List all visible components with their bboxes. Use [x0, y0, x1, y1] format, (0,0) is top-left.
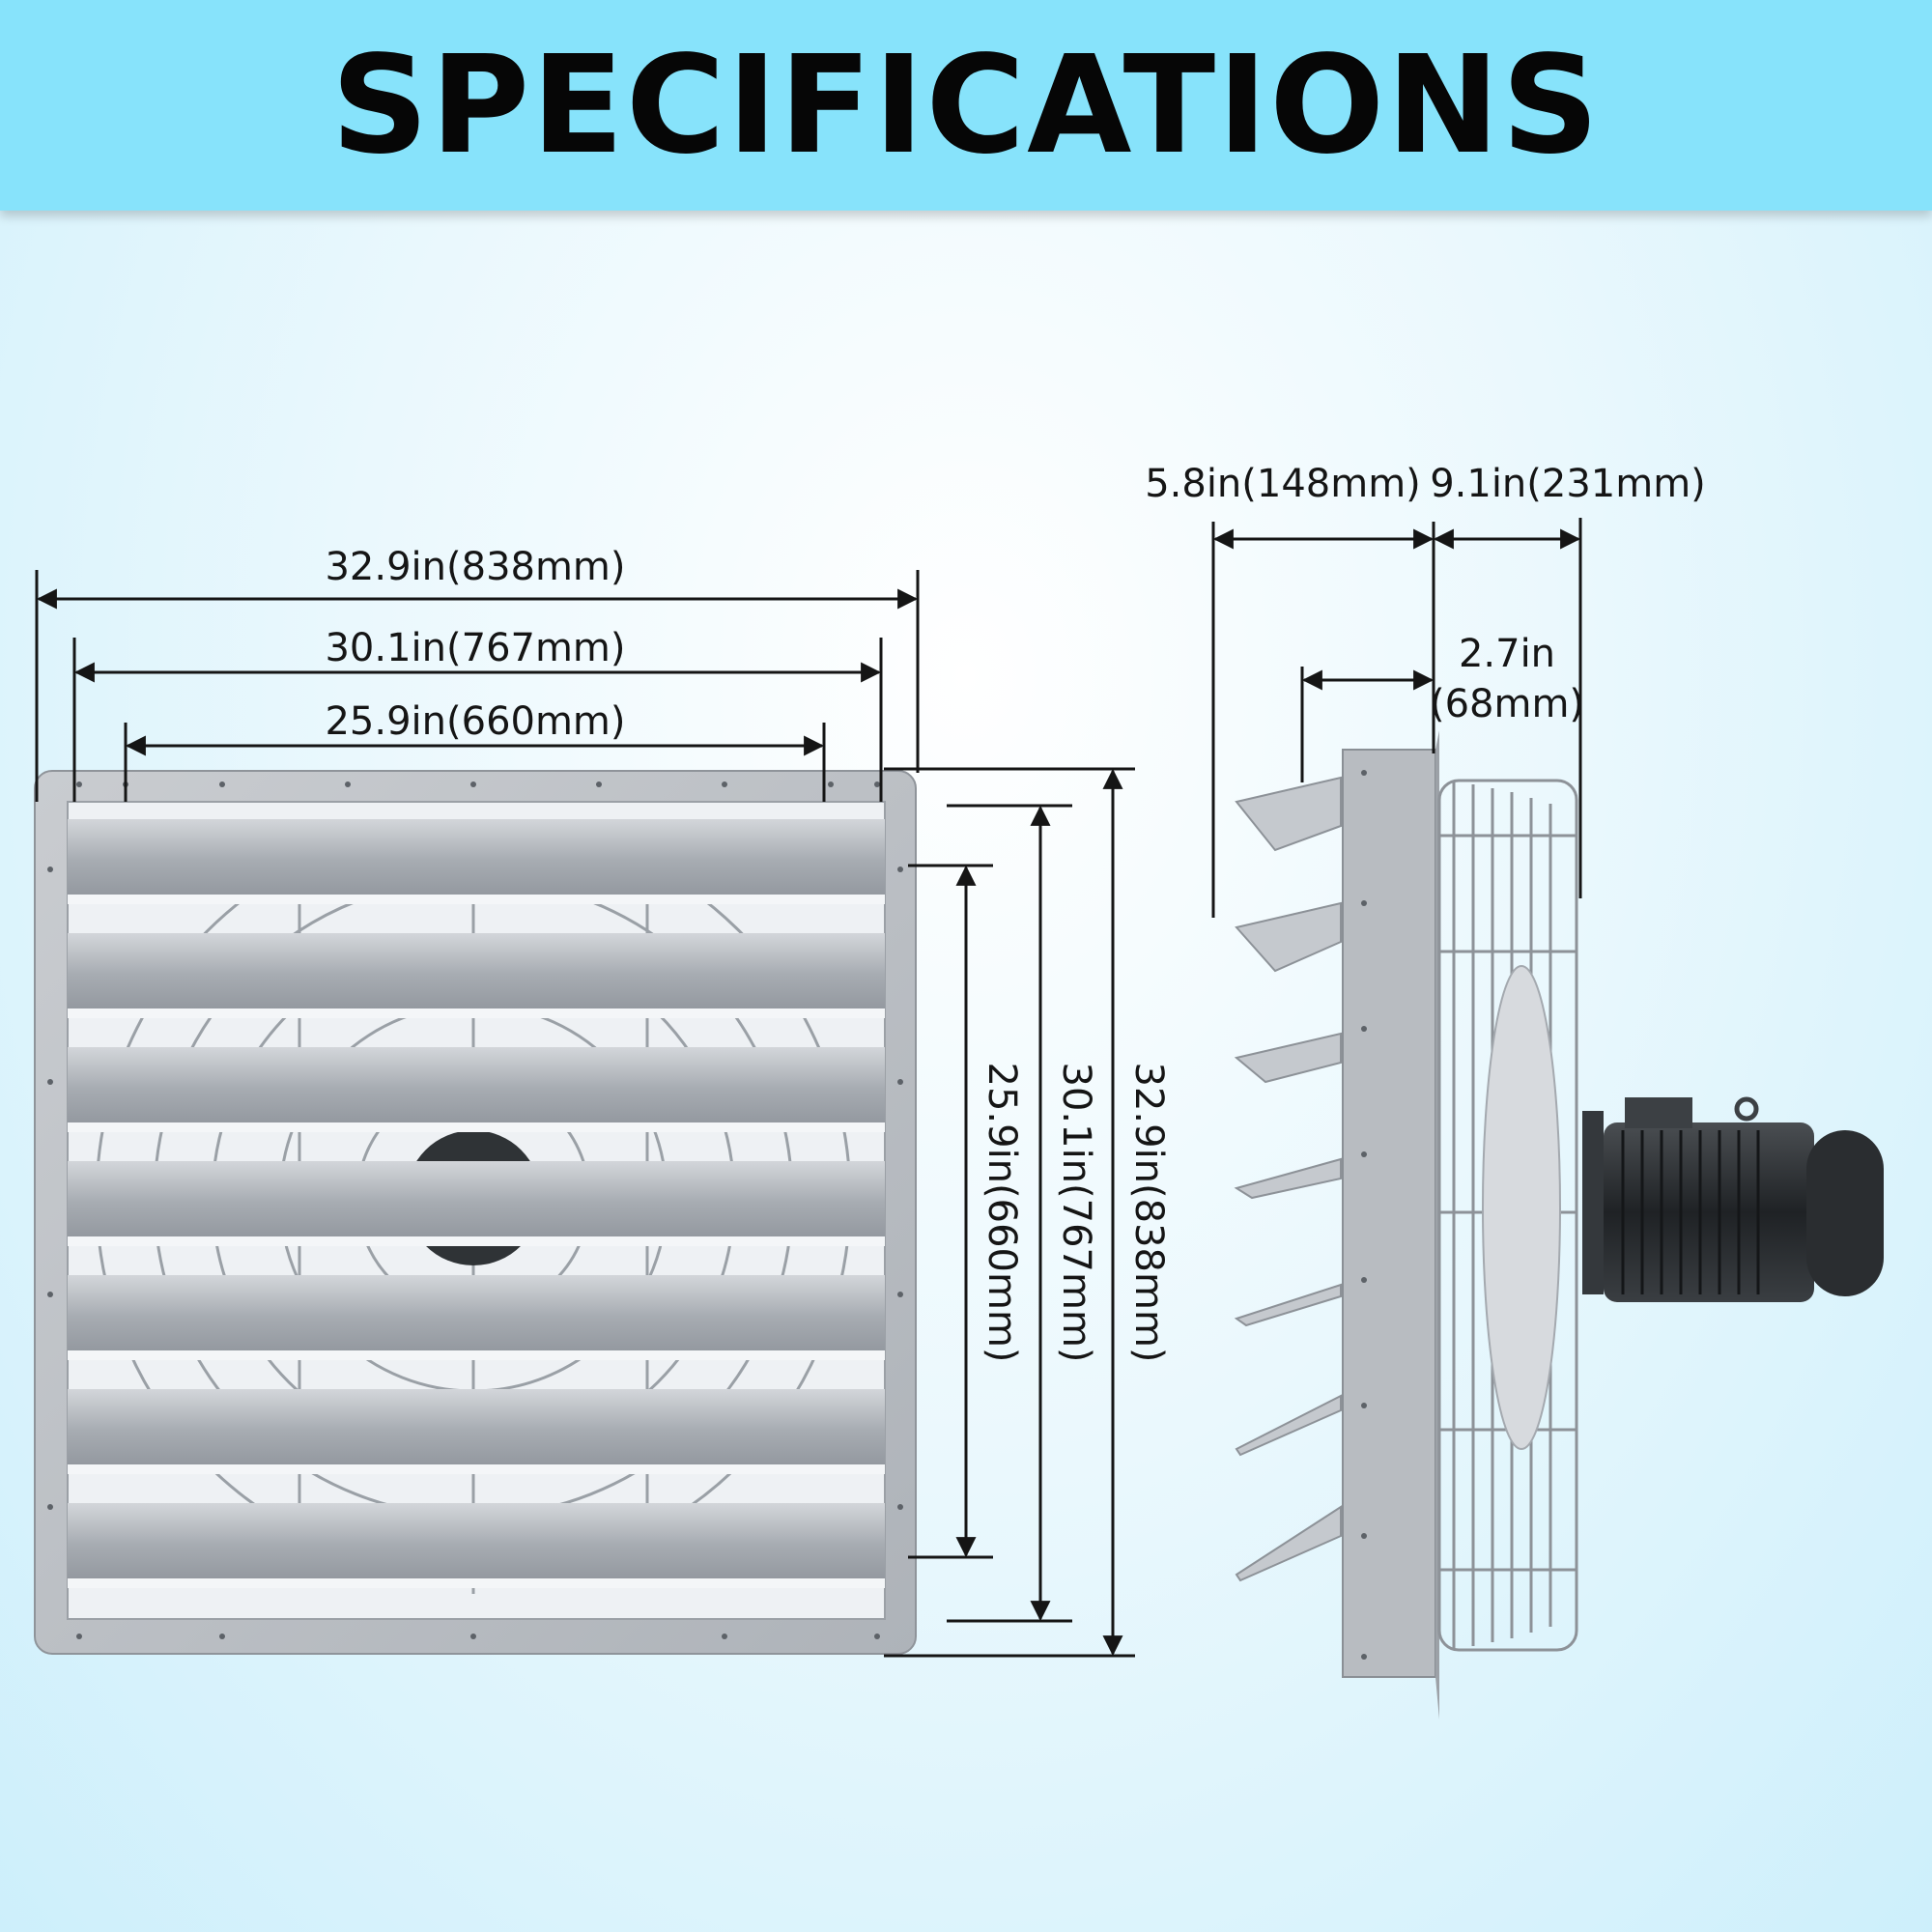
page-title: SPECIFICATIONS [330, 26, 1602, 185]
shutter-depth-mm-label: (68mm) [1430, 682, 1584, 726]
motor-terminal-box [1625, 1097, 1692, 1128]
width-outer-label: 32.9in(838mm) [325, 545, 625, 589]
motor-body [1604, 1122, 1814, 1302]
side-mounting-plate [1342, 749, 1436, 1678]
side-shutter-blades [1234, 776, 1342, 1582]
motor-end-cap [1806, 1130, 1884, 1296]
height-outer-label: 32.9in(838mm) [1126, 1062, 1171, 1362]
motor-mount [1582, 1111, 1604, 1294]
height-mid-label: 30.1in(767mm) [1054, 1062, 1098, 1362]
width-inner-label: 25.9in(660mm) [325, 699, 625, 744]
shutter-depth-in-label: 2.7in [1459, 632, 1555, 676]
fan-front-view [34, 770, 917, 1655]
header-banner: SPECIFICATIONS [0, 0, 1932, 211]
depth-back-label: 9.1in(231mm) [1430, 462, 1706, 506]
front-width-dimensions [35, 570, 920, 802]
depth-front-label: 5.8in(148mm) [1145, 462, 1421, 506]
fan-blade-side [1482, 965, 1561, 1450]
width-mid-label: 30.1in(767mm) [325, 626, 625, 670]
motor-lifting-eye [1734, 1096, 1759, 1122]
louvre-slats [68, 819, 885, 1588]
height-inner-label: 25.9in(660mm) [980, 1062, 1024, 1362]
side-depth-dimensions [1211, 518, 1582, 918]
front-height-dimensions [884, 767, 1135, 1658]
side-plate-screws [1361, 770, 1367, 1660]
frame-screws [47, 781, 903, 1639]
motor-fins [1621, 1130, 1760, 1294]
fan-side-view [1234, 730, 1884, 1719]
